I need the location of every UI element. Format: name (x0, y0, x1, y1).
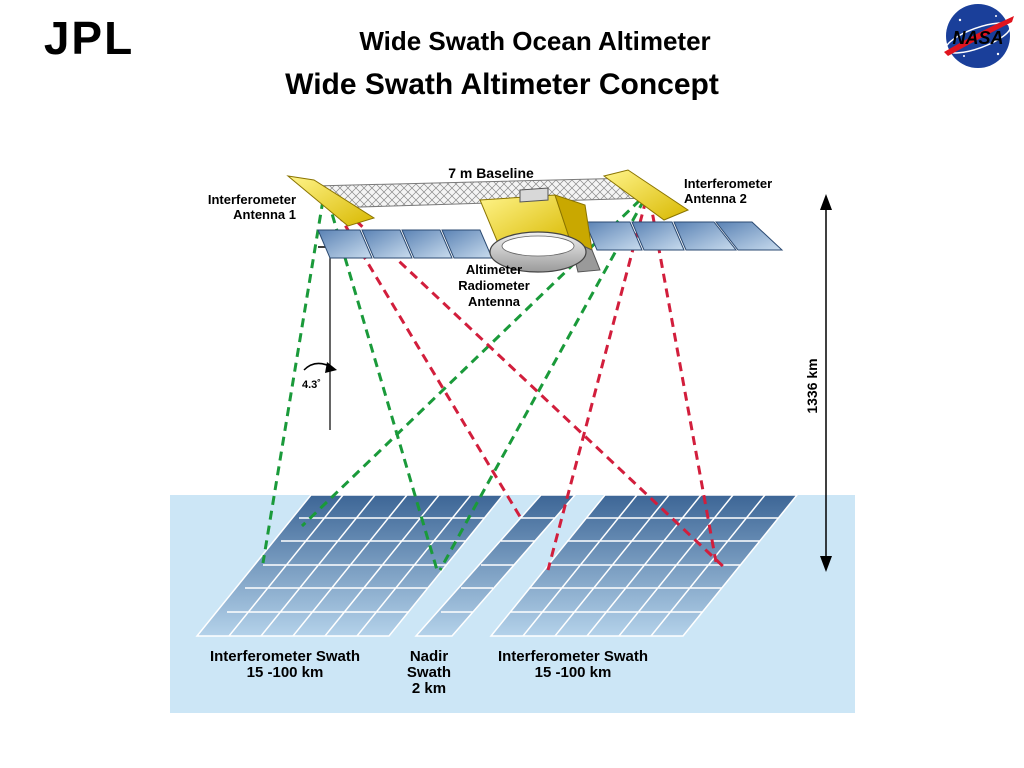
altitude-arrowhead-bottom (820, 556, 832, 572)
right-panel-array (584, 221, 784, 251)
altitude-arrow (820, 194, 832, 572)
right-interferometer-swath (489, 494, 799, 637)
green-beam-right-inner (438, 199, 646, 571)
radiometer-label-line2: Radiometer (458, 278, 530, 293)
radiometer-label-line3: Antenna (468, 294, 521, 309)
angle-arrowhead (325, 362, 337, 373)
nadir-swath-label-line3: 2 km (412, 680, 446, 697)
green-beam-left-inner (326, 199, 439, 571)
interferometer-beams (261, 198, 729, 572)
left-interferometer-swath (195, 494, 505, 637)
header-title: Wide Swath Ocean Altimeter (359, 26, 711, 56)
interferometer-antenna-2 (602, 169, 690, 221)
left-swath-label-line1: Interferometer Swath (210, 648, 360, 665)
nadir-swath-label-line1: Nadir (410, 648, 449, 665)
nasa-logo-text: NASA (952, 28, 1003, 48)
jpl-logo-text: JPL (44, 12, 134, 60)
red-beam-right-outer (648, 199, 718, 563)
left-swath-label-line2: 15 -100 km (247, 664, 324, 681)
antenna-1-label-line1: Interferometer (208, 192, 296, 207)
nasa-logo: NASA (938, 2, 1018, 70)
nadir-swath (414, 494, 577, 637)
radiometer-label-line1: Altimeter (466, 262, 522, 277)
radiometer-antenna-rim (501, 235, 575, 257)
jpl-logo: JPL (16, 12, 162, 64)
right-swath-label-line1: Interferometer Swath (498, 648, 648, 665)
nadir-swath-label-line2: Swath (407, 664, 451, 681)
altitude-arrowhead-top (820, 194, 832, 210)
antenna-2-label-line2: Antenna 2 (684, 191, 747, 206)
altitude-label: 1336 km (804, 358, 820, 413)
nadir-reference: 4.3˚ (302, 230, 337, 430)
right-swath-label-line2: 15 -100 km (535, 664, 612, 681)
interferometer-antenna-1 (286, 175, 376, 227)
red-beam-right-inner (546, 199, 648, 571)
antenna-2-label-line1: Interferometer (684, 176, 772, 191)
green-beam-left-outer (261, 199, 325, 564)
baseline-label: 7 m Baseline (448, 165, 534, 181)
left-panel-array (317, 229, 493, 259)
slide-title: Wide Swath Altimeter Concept (285, 68, 719, 101)
angle-label: 4.3˚ (302, 379, 321, 391)
antenna-1-label-line2: Antenna 1 (233, 207, 296, 222)
